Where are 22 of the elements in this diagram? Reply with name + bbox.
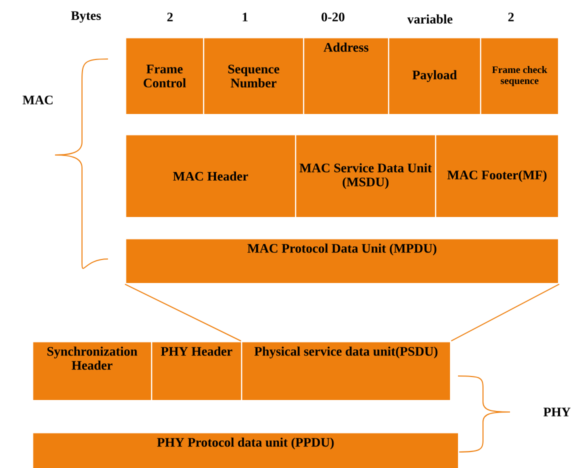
field-box: PHY Header	[151, 340, 242, 402]
byte-count: 2	[508, 12, 514, 22]
byte-count: 1	[242, 12, 248, 22]
label-text: Bytes	[71, 11, 101, 23]
field-box: PHY Protocol data unit (PPDU)	[32, 432, 460, 468]
field-box: Sequence Number	[203, 37, 304, 116]
connector-line	[124, 284, 242, 342]
field-box: Payload	[388, 37, 482, 116]
field-box: MAC Header	[125, 134, 296, 218]
layer-label: PHY	[544, 408, 570, 416]
field-box: Address	[303, 37, 390, 116]
byte-count: 2	[167, 12, 173, 22]
field-box: MAC Footer(MF)	[435, 134, 560, 218]
field-box: Frame Control	[125, 37, 204, 116]
byte-count: variable	[407, 14, 452, 24]
byte-count: 0-20	[322, 12, 344, 22]
layer-label: MAC	[22, 96, 53, 104]
field-box: Frame check sequence	[480, 37, 560, 116]
field-box: MAC Service Data Unit (MSDU)	[295, 134, 436, 218]
connector-line	[450, 284, 560, 342]
field-box: Synchronization Header	[32, 340, 152, 402]
field-box: MAC Protocol Data Unit (MPDU)	[125, 238, 560, 284]
